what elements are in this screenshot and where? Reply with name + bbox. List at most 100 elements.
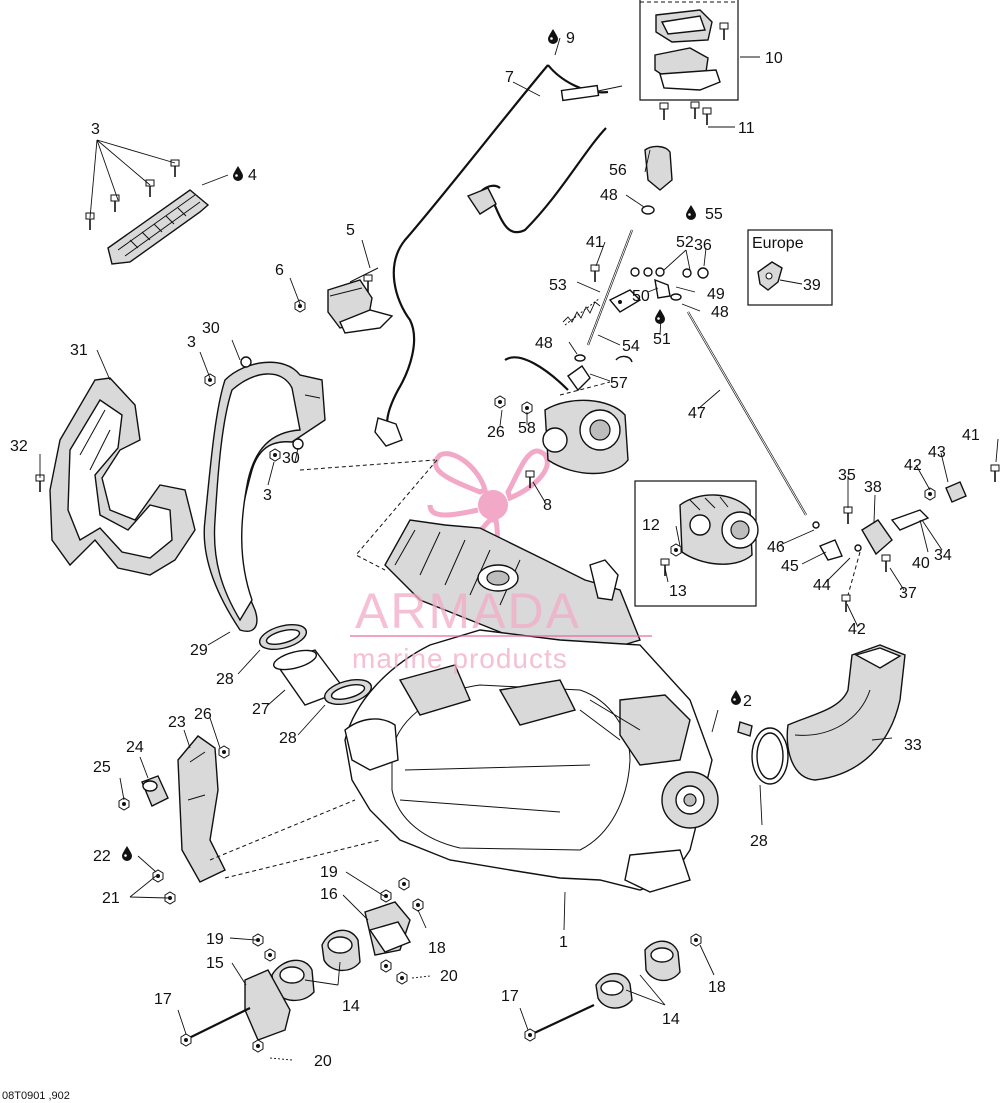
heat-shield (35, 377, 196, 576)
callout-32: 32 (10, 438, 28, 455)
watermark-subtitle: marine products (352, 643, 568, 674)
callout-15: 15 (206, 955, 224, 972)
watermark-text: ARMADA marine products (350, 583, 652, 674)
callout-6: 6 (275, 262, 284, 279)
bracket-3-4 (85, 159, 210, 265)
callout-23: 23 (168, 714, 186, 731)
drop-icon (731, 690, 741, 705)
callout-3-left: 3 (187, 334, 196, 351)
callout-24: 24 (126, 739, 144, 756)
exhaust-coupler (258, 623, 373, 706)
figure-code: 08T0901 ,902 (2, 1090, 70, 1102)
callout-49: 49 (707, 286, 725, 303)
callout-26-mid: 26 (194, 706, 212, 723)
callout-28-right: 28 (750, 833, 768, 850)
callout-25: 25 (93, 759, 111, 776)
inset-box-europe (747, 229, 833, 306)
watermark-title: ARMADA (355, 583, 581, 639)
exhaust-pipe (203, 356, 326, 632)
drop-icon (548, 29, 558, 44)
callout-51: 51 (653, 331, 671, 348)
callout-40: 40 (912, 555, 930, 572)
callout-34: 34 (934, 547, 952, 564)
callout-47: 47 (688, 405, 706, 422)
callout-55: 55 (705, 206, 723, 223)
drop-icon (655, 309, 665, 324)
callout-44: 44 (813, 577, 831, 594)
breather-hose (466, 127, 607, 391)
callout-30-top: 30 (202, 320, 220, 337)
inset-box-sensor (634, 480, 759, 607)
callout-4: 4 (248, 167, 257, 184)
engine-mount-bracket (118, 735, 381, 905)
europe-label: Europe (752, 235, 804, 252)
callout-29: 29 (190, 642, 208, 659)
callout-58: 58 (518, 420, 536, 437)
callout-38: 38 (864, 479, 882, 496)
throttle-cable (374, 64, 623, 447)
callout-19-left: 19 (206, 931, 224, 948)
callout-30-mid: 30 (282, 450, 300, 467)
callout-56: 56 (609, 162, 627, 179)
ecm-bracket (294, 267, 394, 334)
callout-41-right: 41 (962, 427, 980, 444)
callout-9: 9 (566, 30, 575, 47)
callout-46: 46 (767, 539, 785, 556)
callout-37: 37 (899, 585, 917, 602)
callout-42-bottom: 42 (848, 621, 866, 638)
callout-54: 54 (622, 338, 640, 355)
callout-48-right: 48 (711, 304, 729, 321)
callout-35: 35 (838, 467, 856, 484)
throttle-body (494, 365, 629, 489)
engine-assembly (344, 519, 719, 893)
callout-33: 33 (904, 737, 922, 754)
callout-3-top: 3 (91, 121, 100, 138)
callout-18-left: 18 (428, 940, 446, 957)
leader-lines (39, 37, 999, 1061)
callout-21: 21 (102, 890, 120, 907)
callout-27: 27 (252, 701, 270, 718)
callout-57: 57 (610, 375, 628, 392)
callout-22: 22 (93, 848, 111, 865)
callout-26-top: 26 (487, 424, 505, 441)
inset-box-throttle-body (639, 0, 739, 126)
callout-19-top: 19 (320, 864, 338, 881)
shift-linkage-parts (562, 145, 1000, 613)
callout-36: 36 (694, 237, 712, 254)
callout-10: 10 (765, 50, 783, 67)
air-intake-duct (737, 644, 906, 785)
callout-39: 39 (803, 277, 821, 294)
callout-28-mid: 28 (279, 730, 297, 747)
callout-7: 7 (505, 69, 514, 86)
engine-mount-lower (180, 877, 702, 1053)
callout-17-left: 17 (154, 991, 172, 1008)
callout-20-bottom: 20 (314, 1053, 332, 1070)
callout-52: 52 (676, 234, 694, 251)
callout-16: 16 (320, 886, 338, 903)
callout-41-left: 41 (586, 234, 604, 251)
callout-14-left: 14 (342, 998, 360, 1015)
callout-12: 12 (642, 517, 660, 534)
assembly-guide-lines (299, 381, 611, 571)
callout-3-mid: 3 (263, 487, 272, 504)
callout-5: 5 (346, 222, 355, 239)
callout-28-top: 28 (216, 671, 234, 688)
callout-labels: 9 10 11 7 3 4 56 48 55 5 41 52 36 Europe… (2, 30, 980, 1102)
callout-53: 53 (549, 277, 567, 294)
callout-50: 50 (632, 288, 650, 305)
callout-17-right: 17 (501, 988, 519, 1005)
callout-48-top: 48 (600, 187, 618, 204)
callout-8: 8 (543, 497, 552, 514)
drop-icon (686, 205, 696, 220)
callout-42-top: 42 (904, 457, 922, 474)
callout-43: 43 (928, 444, 946, 461)
callout-45: 45 (781, 558, 799, 575)
callout-11: 11 (738, 120, 755, 137)
callout-20-top: 20 (440, 968, 458, 985)
callout-31: 31 (70, 342, 88, 359)
callout-18-right: 18 (708, 979, 726, 996)
drop-icon (233, 166, 243, 181)
callout-14-right: 14 (662, 1011, 680, 1028)
callout-2: 2 (743, 693, 752, 710)
